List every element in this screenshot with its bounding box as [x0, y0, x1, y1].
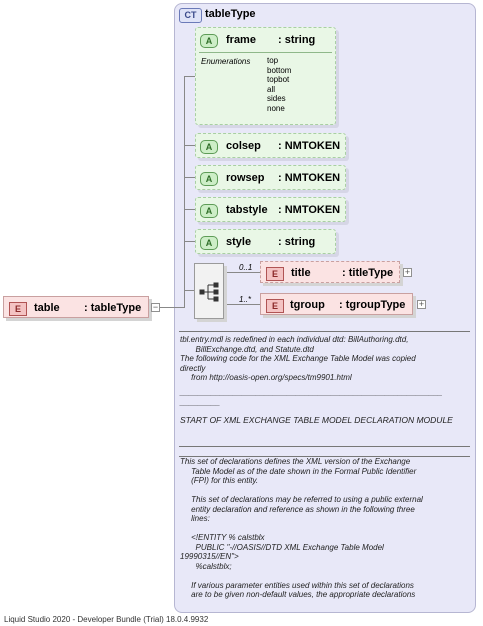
- enum-value: bottom: [267, 65, 292, 75]
- frame-connector: [184, 76, 195, 77]
- rowsep-connector: [184, 177, 195, 178]
- attribute-badge: A: [200, 204, 218, 218]
- element-tgroup[interactable]: E tgroup : tgroupType: [260, 293, 413, 315]
- attribute-rowsep[interactable]: A rowsep : NMTOKEN: [195, 165, 346, 190]
- documentation-text: tbl.entry.mdl is redefined in each indiv…: [180, 335, 416, 382]
- element-badge: E: [266, 267, 284, 281]
- tabstyle-connector: [184, 209, 195, 210]
- documentation-divider: [179, 456, 470, 457]
- footer-text: Liquid Studio 2020 - Developer Bundle (T…: [4, 615, 209, 624]
- element-name: tgroup: [290, 299, 325, 311]
- sequence-icon: [199, 282, 219, 302]
- element-title[interactable]: E title : titleType: [260, 261, 400, 283]
- expand-table-icon[interactable]: −: [151, 302, 160, 312]
- title-cardinality: 0..1: [239, 263, 253, 272]
- root-connector: [160, 307, 185, 308]
- attribute-style[interactable]: A style : string: [195, 229, 336, 254]
- documentation-divider: [179, 331, 470, 332]
- attribute-name: colsep: [226, 140, 261, 152]
- element-badge: E: [266, 299, 284, 313]
- element-name: table: [34, 302, 60, 314]
- style-connector: [184, 241, 195, 242]
- element-type: : titleType: [342, 267, 394, 279]
- attribute-type: : string: [278, 34, 316, 46]
- complex-type-badge: CT: [179, 8, 202, 23]
- expand-title-icon[interactable]: +: [403, 267, 412, 277]
- attribute-type: : NMTOKEN: [278, 204, 341, 216]
- element-name: title: [291, 267, 311, 279]
- element-badge: E: [9, 302, 27, 316]
- element-type: : tableType: [84, 302, 142, 314]
- tgroup-connector: [224, 304, 260, 305]
- enumeration-list: top bottom topbot all sides none: [267, 56, 291, 113]
- colsep-connector: [184, 145, 195, 146]
- sequence-compositor[interactable]: [194, 263, 224, 319]
- attribute-name: style: [226, 236, 252, 248]
- sequence-connector: [184, 290, 194, 291]
- attribute-type: : NMTOKEN: [278, 140, 341, 152]
- enum-value: topbot: [267, 75, 290, 84]
- attribute-badge: A: [200, 172, 218, 186]
- element-table[interactable]: E table : tableType: [3, 296, 149, 318]
- attribute-badge: A: [200, 236, 218, 250]
- attribute-badge: A: [200, 140, 218, 154]
- enum-divider: [199, 52, 332, 53]
- documentation-text: This set of declarations defines the XML…: [180, 457, 423, 599]
- enum-value: none: [267, 103, 285, 113]
- enumerations-label: Enumerations: [201, 57, 251, 66]
- attribute-name: frame: [226, 34, 256, 46]
- enum-value: top: [267, 56, 279, 65]
- attribute-name: tabstyle: [226, 204, 268, 216]
- attribute-tabstyle[interactable]: A tabstyle : NMTOKEN: [195, 197, 346, 222]
- attribute-badge: A: [200, 34, 218, 48]
- attribute-name: rowsep: [226, 172, 265, 184]
- enum-value: sides: [267, 94, 286, 103]
- element-type: : tgroupType: [339, 299, 406, 311]
- documentation-divider: [179, 446, 470, 447]
- attribute-colsep[interactable]: A colsep : NMTOKEN: [195, 133, 346, 158]
- attribute-type: : NMTOKEN: [278, 172, 341, 184]
- root-connector-vertical: [184, 290, 185, 308]
- attribute-type: : string: [278, 236, 316, 248]
- tgroup-cardinality: 1..*: [239, 295, 252, 304]
- documentation-heading: START OF XML EXCHANGE TABLE MODEL DECLAR…: [180, 415, 453, 425]
- complex-type-title: tableType: [205, 8, 256, 20]
- title-connector: [224, 272, 260, 273]
- attribute-connector-vertical: [184, 76, 185, 300]
- documentation-separator-text: ________________________________________…: [180, 388, 443, 407]
- enum-value: all: [267, 84, 276, 94]
- expand-tgroup-icon[interactable]: +: [417, 299, 426, 309]
- attribute-frame[interactable]: A frame : string Enumerations top bottom…: [195, 27, 336, 125]
